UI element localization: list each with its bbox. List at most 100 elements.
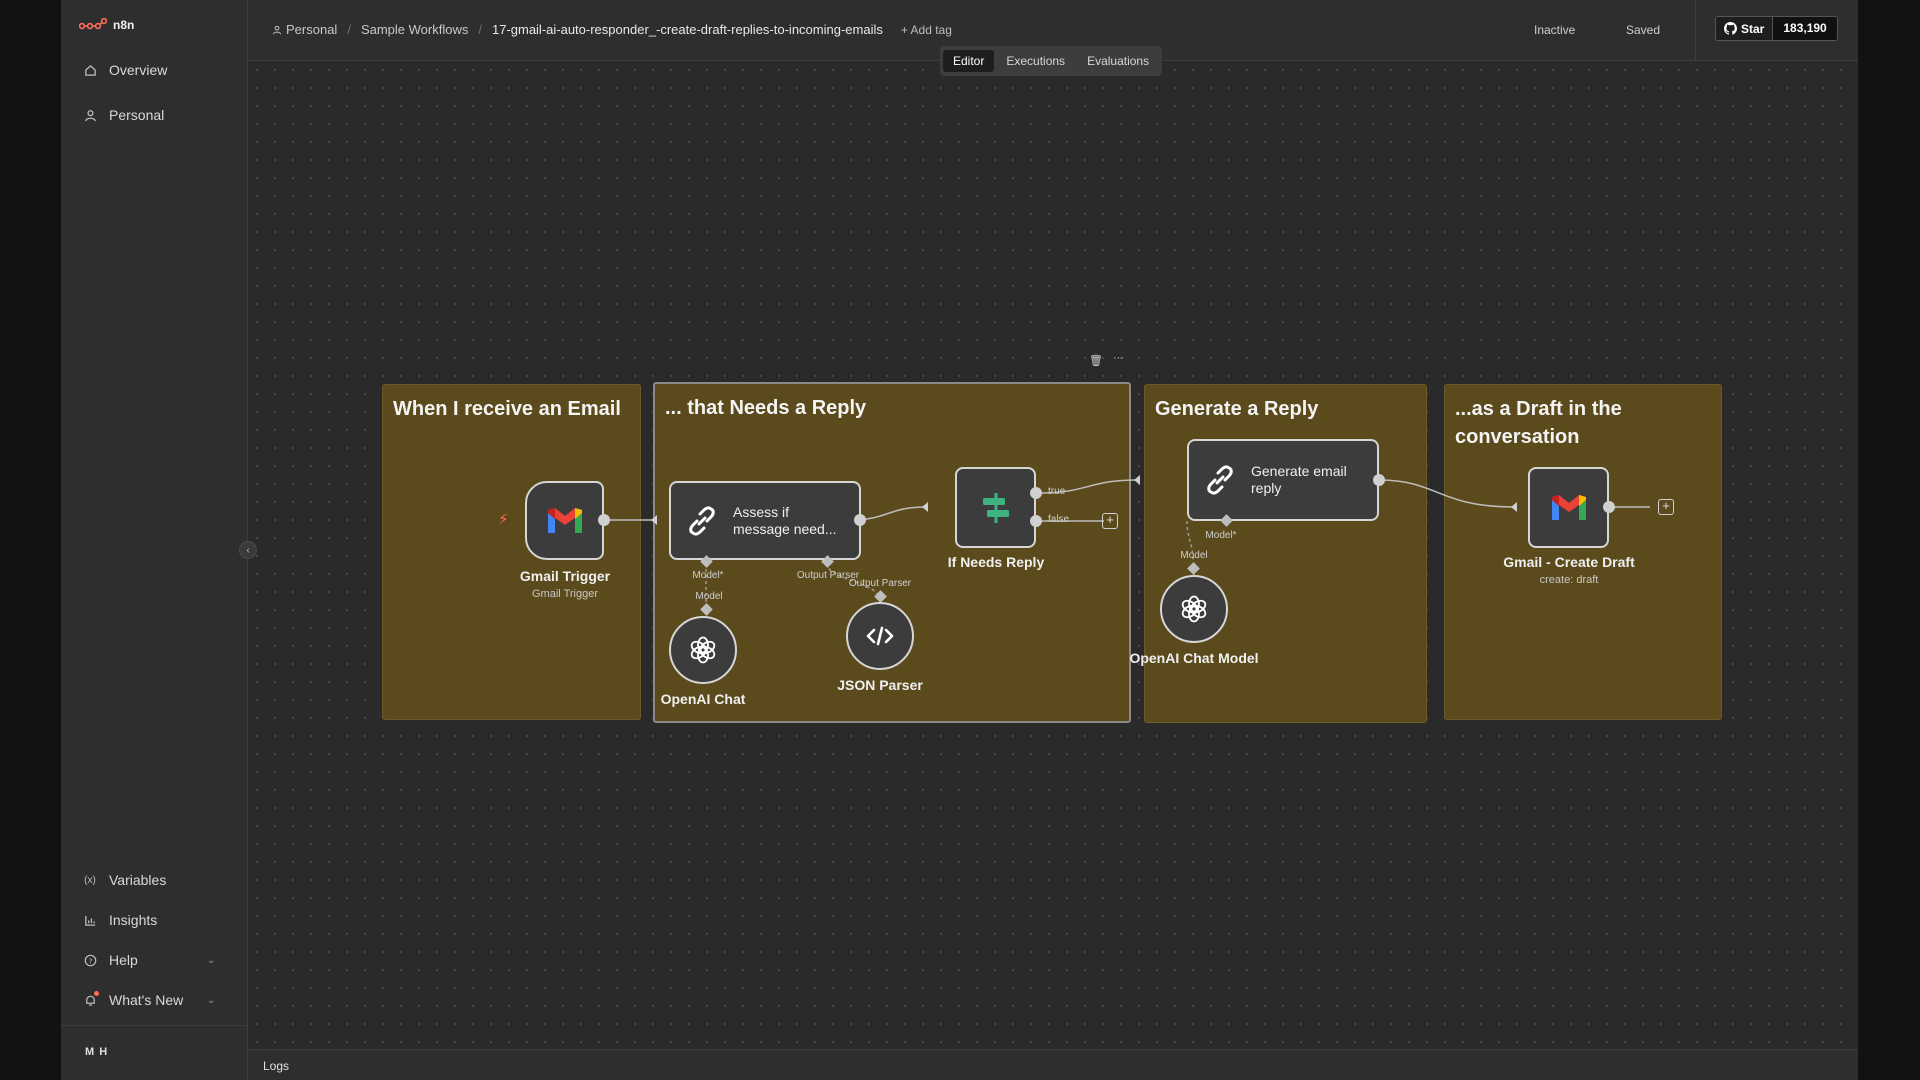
- active-status[interactable]: Inactive: [1534, 23, 1576, 37]
- sidebar-item-label: Overview: [109, 62, 168, 78]
- tab-editor[interactable]: Editor: [943, 50, 995, 72]
- output-port[interactable]: [1603, 501, 1615, 513]
- github-star[interactable]: Star: [1716, 17, 1773, 40]
- bell-icon: [83, 991, 99, 1007]
- svg-text:?: ?: [88, 956, 92, 965]
- sidebar-item-whats-new[interactable]: What's New ⌄: [83, 991, 215, 1008]
- port-label: Output Parser: [848, 578, 912, 589]
- breadcrumb: Personal / Sample Workflows / 17-gmail-a…: [272, 22, 952, 37]
- save-status: Saved: [1626, 23, 1661, 37]
- sticky-note-draft[interactable]: ...as a Draft in the conversation: [1444, 384, 1722, 720]
- breadcrumb-separator: /: [478, 22, 482, 37]
- add-tag-button[interactable]: + Add tag: [900, 22, 952, 37]
- openai-icon: [690, 636, 716, 664]
- port-label: Output Parser: [796, 570, 860, 581]
- workflow-canvas[interactable]: When I receive an Email ... that Needs a…: [248, 61, 1858, 1049]
- node-if-needs-reply[interactable]: [955, 467, 1036, 548]
- chevron-down-icon: ⌄: [207, 954, 216, 966]
- openai-icon: [1181, 595, 1207, 623]
- false-output-port[interactable]: [1030, 515, 1042, 527]
- github-star-button[interactable]: Star 183,190: [1715, 16, 1838, 41]
- logo-text: n8n: [113, 18, 135, 32]
- workflow-connections: [545, 475, 1650, 615]
- gmail-icon: [1551, 494, 1586, 520]
- node-label: Gmail Trigger: [519, 568, 611, 584]
- sidebar-item-label: What's New: [109, 992, 184, 1008]
- sidebar-item-label: Variables: [109, 872, 167, 888]
- node-openai-chat-model[interactable]: [1160, 575, 1228, 643]
- chevron-down-icon: ⌄: [207, 994, 216, 1006]
- add-node-button[interactable]: +: [1658, 499, 1674, 515]
- node-label: If Needs Reply: [947, 554, 1045, 570]
- sidebar-item-variables[interactable]: (x) Variables: [83, 872, 166, 888]
- n8n-logo[interactable]: n8n: [79, 18, 134, 32]
- port-label: Model: [695, 591, 723, 602]
- node-gmail-trigger[interactable]: [525, 481, 604, 560]
- sidebar-item-label: Personal: [109, 107, 165, 123]
- chevron-left-icon: ‹: [246, 544, 250, 556]
- sticky-title: ... that Needs a Reply: [665, 397, 867, 419]
- output-port[interactable]: [1373, 474, 1385, 486]
- node-generate-email-reply[interactable]: Generate email reply: [1187, 439, 1379, 521]
- app-window: n8n Overview Personal (x) Variables Insi…: [61, 0, 1858, 1080]
- port-label: Model: [1180, 550, 1208, 561]
- home-icon: [83, 63, 97, 77]
- help-icon: ?: [83, 953, 97, 967]
- trash-icon[interactable]: 🗑: [1089, 355, 1103, 367]
- breadcrumb-separator: /: [347, 22, 351, 37]
- sticky-title: ...as a Draft in the conversation: [1455, 398, 1622, 448]
- sticky-title: When I receive an Email: [393, 398, 621, 420]
- sidebar-item-label: Insights: [109, 912, 158, 928]
- chart-icon: [83, 913, 97, 927]
- node-subtitle: create: draft: [1539, 574, 1599, 586]
- sidebar-item-overview[interactable]: Overview: [83, 62, 167, 78]
- notification-dot: [94, 991, 99, 996]
- chain-link-icon: [689, 505, 715, 536]
- code-icon: [866, 626, 894, 646]
- github-star-label: Star: [1741, 21, 1765, 36]
- avatar[interactable]: M H: [85, 1046, 109, 1058]
- github-star-count: 183,190: [1772, 17, 1837, 40]
- node-text: Assess if message need...: [733, 503, 837, 537]
- node-assess-message[interactable]: Assess if message need...: [669, 481, 861, 560]
- sidebar-item-insights[interactable]: Insights: [83, 912, 157, 928]
- workflow-name[interactable]: 17-gmail-ai-auto-responder_-create-draft…: [491, 22, 883, 37]
- sidebar: n8n Overview Personal (x) Variables Insi…: [61, 0, 248, 1080]
- collapse-sidebar-button[interactable]: ‹: [239, 541, 257, 559]
- breadcrumb-folder[interactable]: Sample Workflows: [360, 22, 469, 37]
- output-port[interactable]: [598, 514, 610, 526]
- variables-icon: (x): [84, 874, 96, 886]
- header-divider: [1695, 0, 1696, 61]
- tab-executions[interactable]: Executions: [1006, 54, 1066, 68]
- chain-link-icon: [1207, 465, 1233, 495]
- logs-label: Logs: [263, 1059, 290, 1073]
- user-icon: [83, 108, 97, 122]
- port-label: Model*: [1205, 530, 1237, 541]
- gmail-icon: [547, 507, 582, 533]
- if-split-icon: [982, 492, 1009, 523]
- add-node-button[interactable]: +: [1102, 513, 1118, 529]
- sidebar-item-personal[interactable]: Personal: [83, 107, 164, 123]
- logs-panel[interactable]: Logs: [248, 1049, 1858, 1080]
- node-openai-chat[interactable]: [669, 616, 737, 684]
- sidebar-item-help[interactable]: ? Help ⌄: [83, 952, 215, 968]
- view-tabs: Editor Executions Evaluations: [940, 46, 1163, 76]
- n8n-logo-icon: [79, 18, 107, 30]
- node-gmail-create-draft[interactable]: [1528, 467, 1609, 548]
- sidebar-item-label: Help: [109, 952, 138, 968]
- node-label: OpenAI Chat: [660, 691, 746, 707]
- branch-label-true: true: [1048, 486, 1066, 497]
- true-output-port[interactable]: [1030, 487, 1042, 499]
- sidebar-footer: M H: [61, 1025, 248, 1080]
- github-icon: [1724, 22, 1737, 35]
- output-port[interactable]: [854, 514, 866, 526]
- sticky-title: Generate a Reply: [1155, 398, 1319, 420]
- tab-evaluations[interactable]: Evaluations: [1087, 54, 1150, 68]
- node-label: JSON Parser: [837, 677, 923, 693]
- trigger-bolt-icon: ⚡: [498, 511, 509, 528]
- node-json-parser[interactable]: [846, 602, 914, 670]
- node-subtitle: Gmail Trigger: [531, 588, 599, 600]
- more-options-icon[interactable]: ···: [1113, 352, 1124, 364]
- breadcrumb-project[interactable]: Personal: [272, 22, 337, 37]
- node-label: OpenAI Chat Model: [1129, 650, 1259, 666]
